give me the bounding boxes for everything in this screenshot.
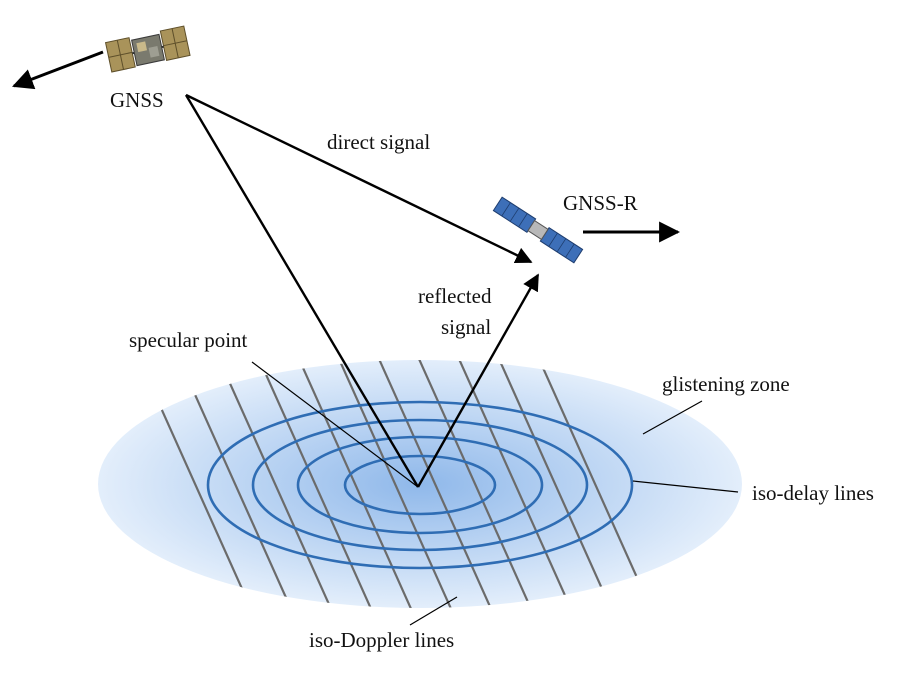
gnss-r-satellite-icon — [492, 196, 584, 264]
iso-doppler-lines-label: iso-Doppler lines — [309, 628, 454, 652]
gnss-label: GNSS — [110, 88, 164, 112]
glistening-zone-label: glistening zone — [662, 372, 790, 396]
iso-doppler-line — [453, 360, 587, 608]
iso-delay-leader — [632, 480, 739, 493]
iso-doppler-line — [293, 360, 427, 608]
iso-doppler-leader — [409, 596, 458, 626]
gnss-motion-arrow — [12, 50, 104, 90]
direct-signal-arrow — [185, 93, 533, 264]
incident-signal-line — [184, 94, 420, 488]
glistening-zone-leader — [642, 400, 703, 435]
iso-doppler-line — [413, 360, 547, 608]
specular-point-label: specular point — [129, 328, 248, 352]
iso-delay-ring — [251, 418, 589, 552]
gnss-r-label: GNSS-R — [563, 191, 638, 215]
reflected-signal-label-line1: reflected — [418, 284, 492, 308]
iso-doppler-line — [213, 360, 347, 608]
reflected-signal-arrow — [416, 273, 540, 488]
iso-delay-ring — [343, 454, 497, 516]
iso-delay-lines — [206, 400, 634, 570]
direct-signal-label: direct signal — [327, 130, 430, 154]
iso-doppler-line — [173, 360, 307, 608]
signal-paths — [184, 93, 540, 488]
leader-lines — [251, 361, 739, 626]
iso-delay-ring — [296, 435, 544, 535]
iso-delay-lines-label: iso-delay lines — [752, 481, 874, 505]
iso-doppler-line — [373, 360, 507, 608]
iso-doppler-line — [333, 360, 467, 608]
specular-point-leader — [251, 361, 419, 488]
reflected-signal-label-line2: signal — [441, 315, 491, 339]
iso-doppler-line — [253, 360, 387, 608]
gnss-satellite-icon — [104, 25, 191, 73]
iso-delay-ring — [206, 400, 634, 570]
